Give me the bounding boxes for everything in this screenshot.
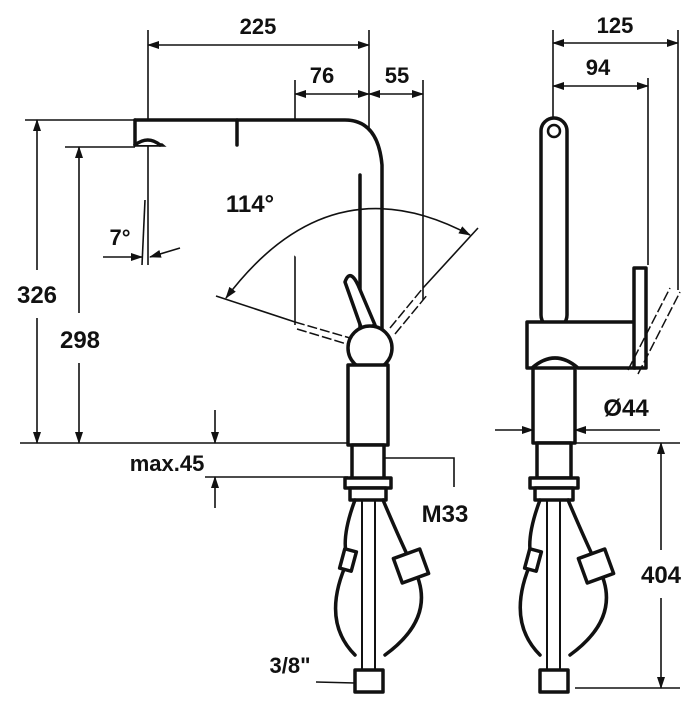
dim-overall-height: 326 (17, 282, 57, 309)
dim-spout-reach: 225 (240, 14, 277, 39)
dim-thread: M33 (422, 501, 469, 528)
dim-hose-connection: 3/8" (269, 653, 310, 678)
dim-max-deck-thickness: max.45 (130, 451, 205, 476)
dim-spout-depth: 94 (586, 55, 611, 80)
dim-base-diameter: Ø44 (603, 395, 649, 422)
dim-outlet-height: 298 (60, 327, 100, 354)
dim-lever-left: 76 (310, 63, 334, 88)
dim-lever-right: 55 (385, 63, 409, 88)
dim-spout-angle: 7° (109, 225, 130, 250)
dim-overall-depth: 125 (597, 13, 634, 38)
side-view: 225 76 55 114° 7° (17, 14, 479, 694)
dim-hose-length: 404 (641, 562, 682, 589)
dim-lever-angle: 114° (226, 191, 274, 218)
front-view: 125 94 Ø44 404 (495, 13, 682, 694)
